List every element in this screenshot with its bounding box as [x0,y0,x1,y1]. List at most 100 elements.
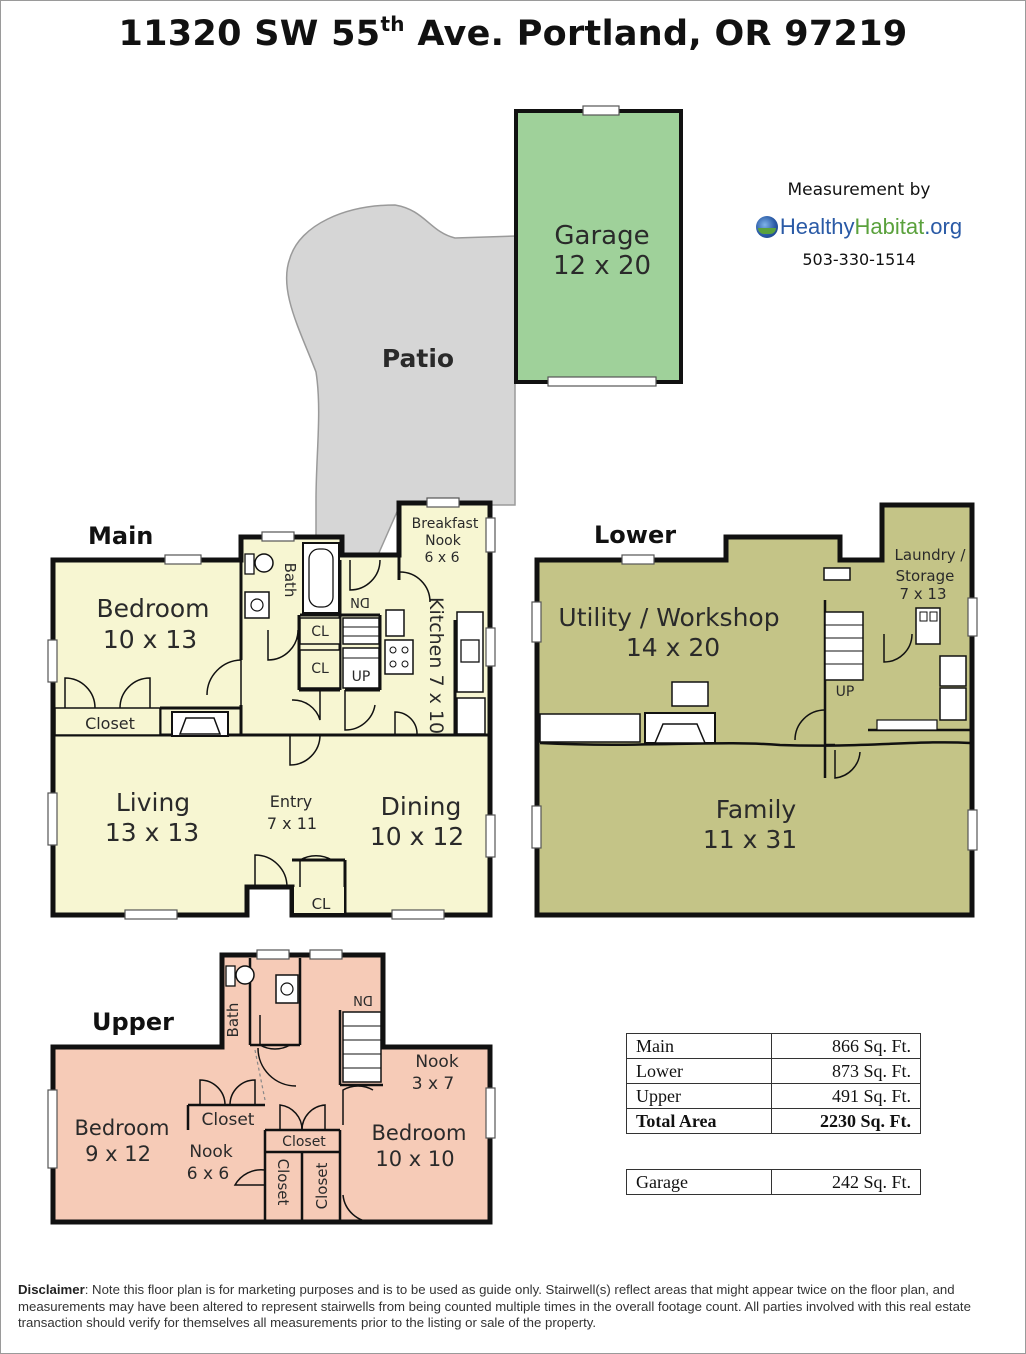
upper-bath-label: Bath [224,1003,242,1038]
main-floor-label: Main [88,522,153,550]
main-windows [47,497,496,920]
area-label: Main [626,1033,772,1059]
breakfast-nook-line2: Nook [425,533,462,549]
logo-healthy-text: Healthy [779,214,855,239]
upper-toilet-tank [225,965,236,987]
main-cl-entry-label: CL [312,895,331,913]
disclaimer-text: : Note this floor plan is for marketing … [18,1282,971,1330]
cl-closet-2 [299,649,341,689]
upper-nook-left-name: Nook [189,1142,233,1162]
kitchen-sink [460,639,480,663]
upper-closet-c-label: Closet [274,1159,292,1206]
main-cl-entry [294,887,344,913]
upper-toilet [235,965,255,985]
garage-window [582,105,620,116]
utility-name: Utility / Workshop [558,603,779,632]
upper-bedroom-left-dims: 9 x 12 [85,1142,151,1166]
main-closet-label: Closet [85,714,135,733]
lower-doors [794,633,913,779]
main-sink [244,591,270,619]
lower-fireplace-hearth [653,723,707,744]
utility-dims: 14 x 20 [626,633,720,662]
patio-label: Patio [382,344,454,373]
family-dims: 11 x 31 [703,825,797,854]
lower-stove [671,681,709,707]
area-label: Garage [626,1169,772,1195]
upper-doors [199,1015,374,1223]
garage-door [547,376,657,387]
dining-dims: 10 x 12 [370,822,464,851]
upper-bedroom-right-dims: 10 x 10 [375,1147,454,1171]
main-doors [206,559,431,888]
laundry-line1: Laundry / [895,546,967,564]
area-value: 866 Sq. Ft. [771,1033,921,1059]
kitchen-appliance [456,697,486,735]
fireplace-hearth [178,717,222,735]
area-value: 242 Sq. Ft. [771,1169,921,1195]
lower-up-label: UP [836,684,855,700]
upper-floor-label: Upper [92,1008,174,1036]
area-label: Total Area [626,1108,772,1134]
area-label: Upper [626,1083,772,1109]
area-value: 2230 Sq. Ft. [771,1108,921,1134]
upper-bedroom-left-name: Bedroom [75,1116,170,1140]
main-closet [54,707,161,736]
lower-floor-outline [534,502,975,918]
upper-nook-right-name: Nook [415,1052,459,1072]
lower-floor-label: Lower [594,521,676,549]
washer [939,655,967,687]
lower-stairs [824,611,864,681]
patio-area [285,204,516,556]
bathtub-basin [308,548,334,608]
area-label: Lower [626,1058,772,1084]
garage-dims: 12 x 20 [553,251,651,281]
upper-nook-left-dims: 6 x 6 [187,1164,230,1184]
breakfast-nook-dims: 6 x 6 [425,550,460,566]
main-closet-doors [64,677,151,709]
main-bath-label: Bath [281,563,299,598]
fridge [385,609,405,637]
family-name: Family [716,795,797,824]
lower-shelf [876,719,938,731]
upper-bedroom-right-name: Bedroom [372,1121,467,1145]
lower-counter [539,713,641,743]
area-value: 873 Sq. Ft. [771,1058,921,1084]
main-up-label: UP [352,669,371,685]
disclaimer-lead: Disclaimer [18,1282,85,1297]
upper-nook-right-dims: 3 x 7 [412,1074,455,1094]
living-name: Living [116,788,190,817]
main-dn-label: DN [350,594,370,609]
upper-dn-label: DN [353,992,373,1007]
garage-name: Garage [554,221,649,251]
lower-stair-treads [825,624,863,665]
cl-closet-1 [299,617,341,645]
page-title: 11320 SW 55th Ave. Portland, OR 97219 [118,12,908,54]
main-bedroom-dims: 10 x 13 [103,625,197,654]
upper-sink [275,974,299,1004]
measurement-by-text: Measurement by [787,180,931,200]
kitchen-label: Kitchen 7 x 10 [425,597,447,734]
upper-stairs [342,1011,382,1083]
main-stairs-up [342,647,380,689]
upper-interior-walls [186,958,383,1220]
disclaimer: Disclaimer: Note this floor plan is for … [18,1282,1013,1332]
dining-name: Dining [381,792,462,821]
cl-label-1: CL [311,624,329,640]
upper-closet-a-label: Closet [202,1110,255,1130]
upper-closet-d-label: Closet [313,1163,331,1210]
main-stairs-dn [342,617,380,645]
entry-dims: 7 x 11 [267,814,317,833]
dryer [939,687,967,721]
breakfast-nook-line1: Breakfast [412,516,479,532]
cl-label-2: CL [311,661,329,677]
laundry-line2: Storage [896,567,955,585]
logo-habitat-text: Habitat [854,214,925,239]
upper-dashed-line [254,1049,266,1101]
